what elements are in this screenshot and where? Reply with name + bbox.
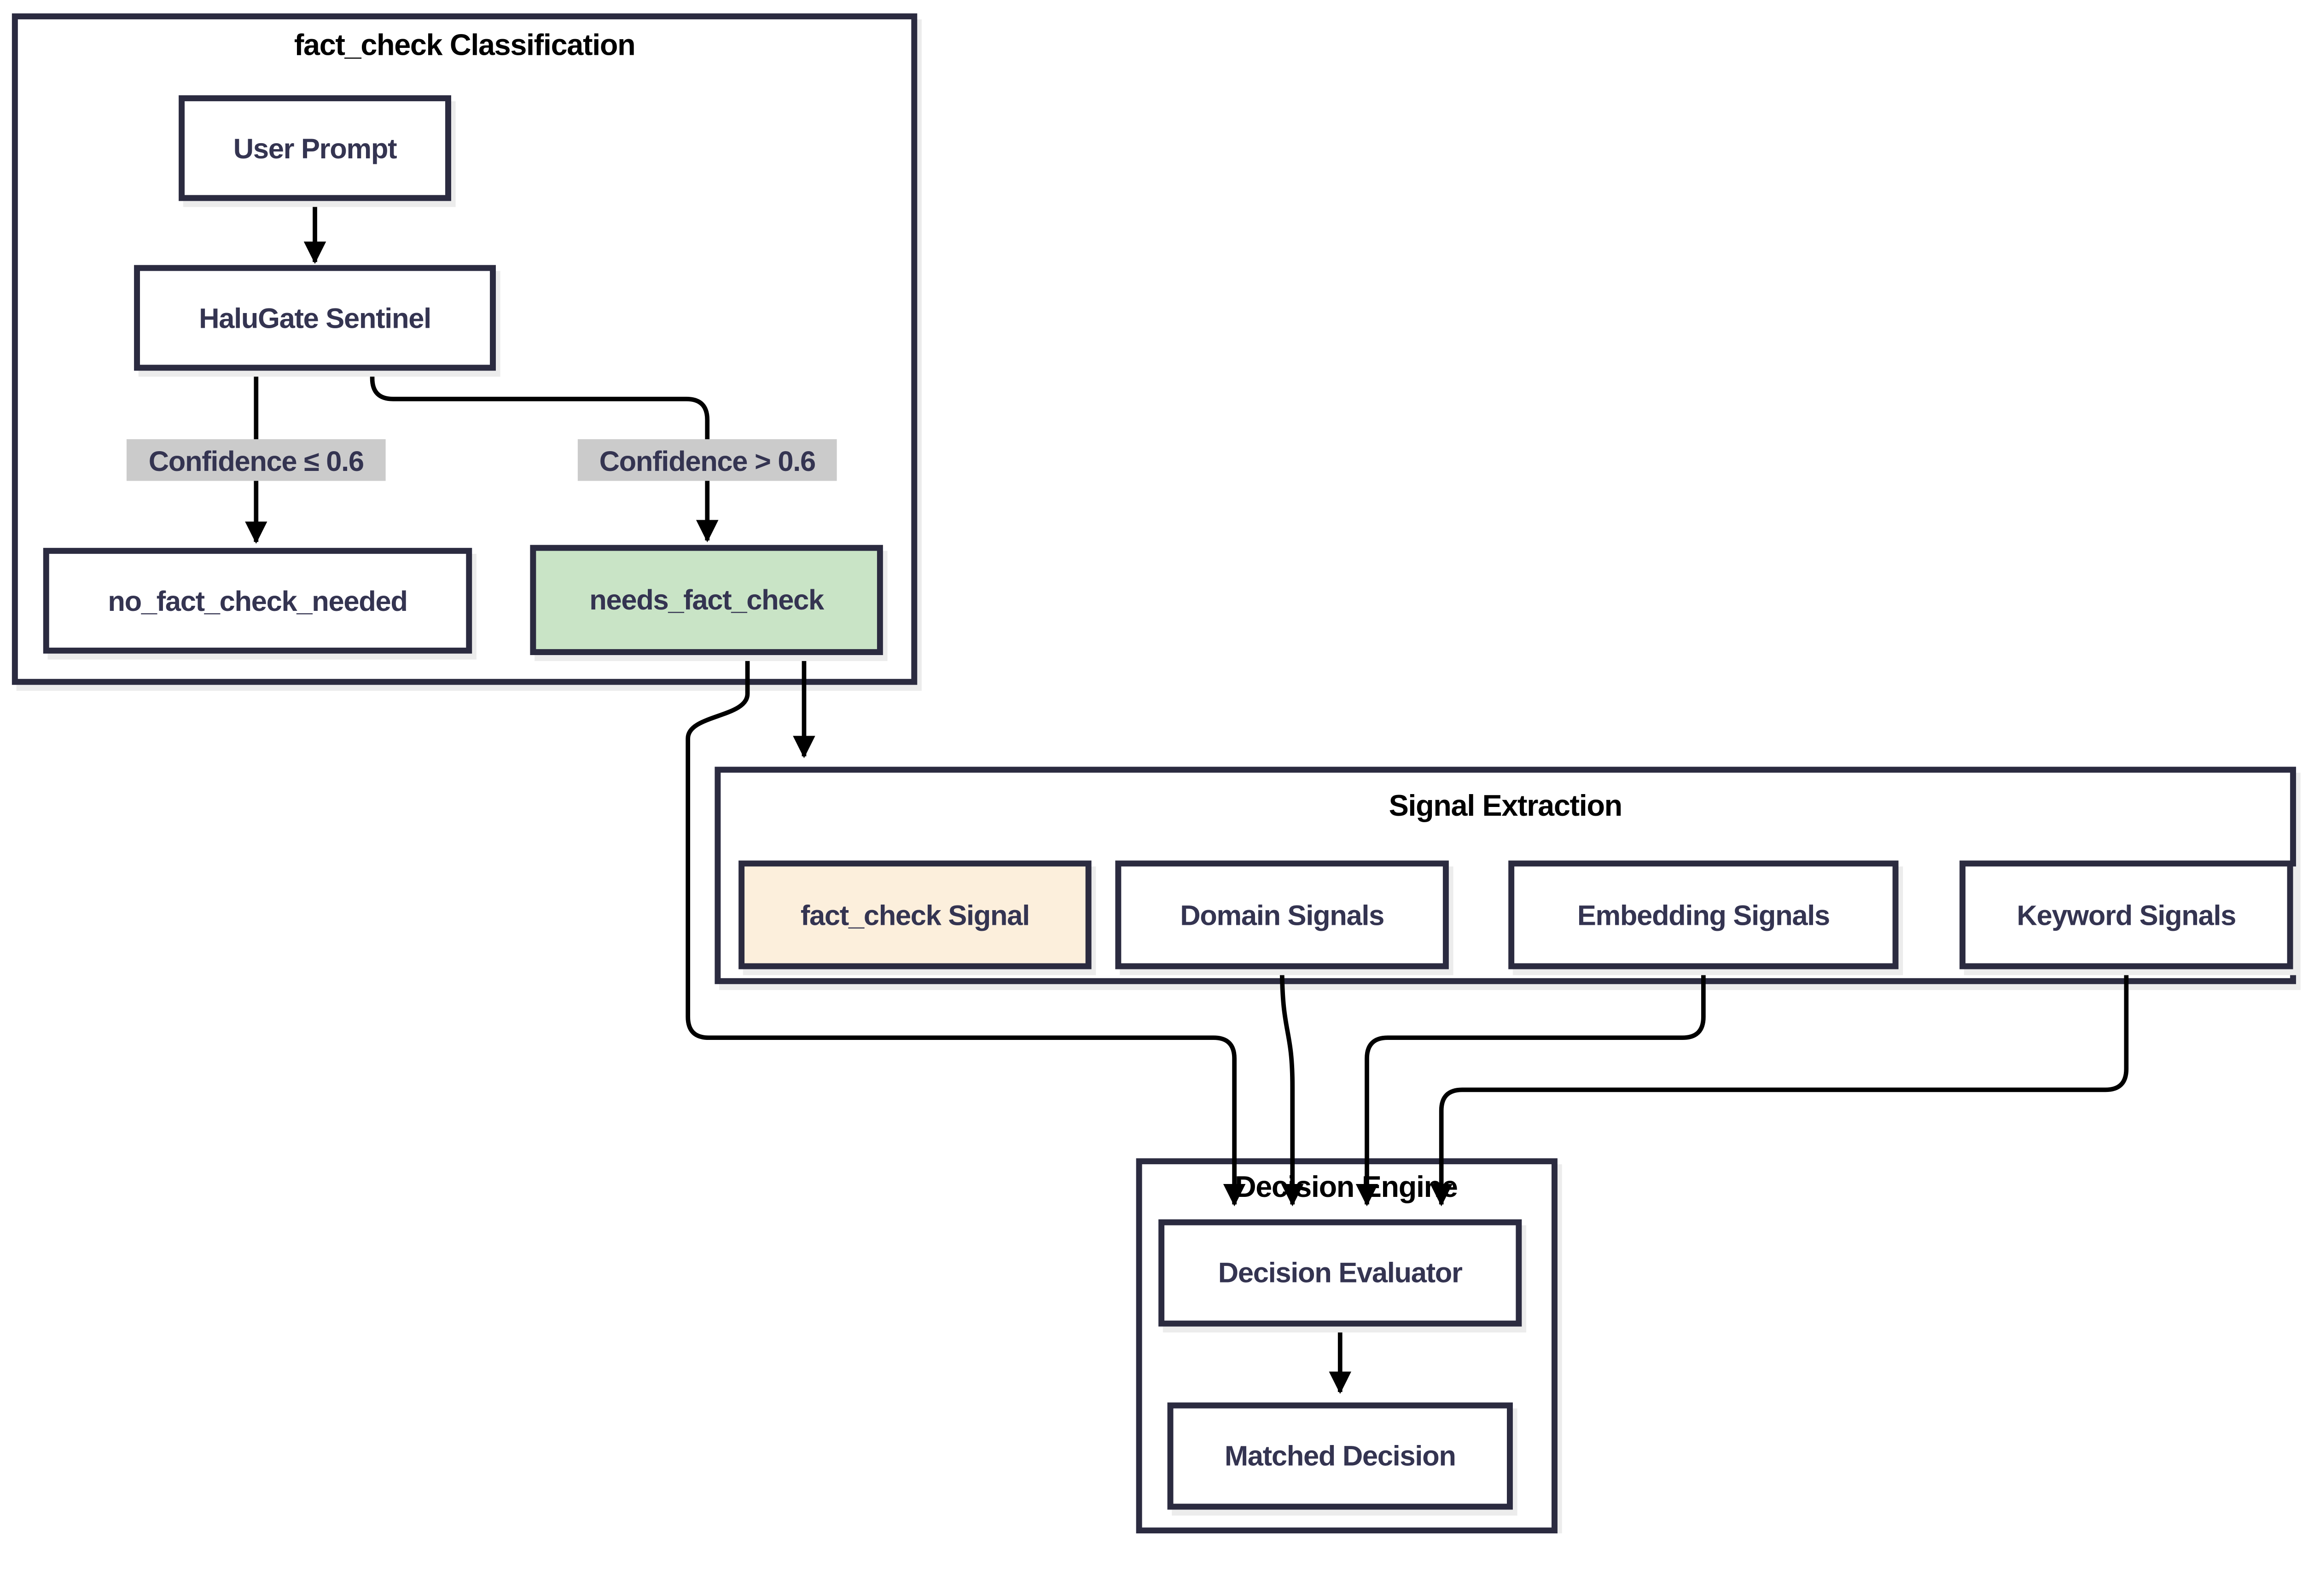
node-halugate-sentinel-box <box>134 265 496 371</box>
node-fact-check-signal-label: fact_check Signal <box>801 900 1029 932</box>
node-fact-check-signal: fact_check Signal <box>738 860 1092 969</box>
node-no-fact-check-needed-box <box>43 548 472 654</box>
node-no-fact-check-needed: no_fact_check_needed <box>43 548 472 654</box>
node-needs-fact-check-box <box>530 545 883 656</box>
node-halugate-sentinel: HaluGate Sentinel <box>134 265 496 371</box>
flowchart-diagram: fact_check Classification Signal Extract… <box>12 13 2296 1534</box>
node-user-prompt-label: User Prompt <box>233 133 397 165</box>
edge-label-high-confidence: Confidence > 0.6 <box>577 439 837 481</box>
flowchart-canvas: fact_check Classification Signal Extract… <box>12 13 2296 1534</box>
edge-label-low-confidence: Confidence ≤ 0.6 <box>126 439 386 481</box>
edge-label-high-confidence-text: Confidence > 0.6 <box>599 446 815 477</box>
node-halugate-sentinel-label: HaluGate Sentinel <box>199 303 431 335</box>
node-user-prompt: User Prompt <box>179 95 451 201</box>
node-embedding-signals: Embedding Signals <box>1508 860 1899 969</box>
group-fact-check-classification-title: fact_check Classification <box>294 28 635 62</box>
edge-halugate-to-needs-fact-check <box>370 367 719 543</box>
node-matched-decision: Matched Decision <box>1167 1402 1513 1510</box>
group-decision-engine-title: Decision Engine <box>1235 1170 1458 1203</box>
edge-needs-fact-check-to-decision-evaluator <box>686 652 1246 1207</box>
node-user-prompt-box <box>179 95 451 201</box>
edge-label-low-confidence-bg <box>126 439 386 481</box>
node-decision-evaluator-box <box>1158 1219 1522 1327</box>
node-fact-check-signal-box <box>738 860 1092 969</box>
edge-label-low-confidence-text: Confidence ≤ 0.6 <box>149 446 364 477</box>
node-decision-evaluator-label: Decision Evaluator <box>1218 1257 1462 1289</box>
node-no-fact-check-needed-label: no_fact_check_needed <box>108 586 407 617</box>
edges <box>245 198 2129 1394</box>
node-domain-signals-box <box>1115 860 1449 969</box>
node-domain-signals: Domain Signals <box>1115 860 1449 969</box>
node-needs-fact-check-label: needs_fact_check <box>589 584 825 616</box>
node-decision-evaluator: Decision Evaluator <box>1158 1219 1522 1327</box>
node-matched-decision-label: Matched Decision <box>1225 1440 1456 1472</box>
node-embedding-signals-label: Embedding Signals <box>1577 900 1830 932</box>
edge-embedding-signals-to-decision-evaluator <box>1355 966 1706 1207</box>
edge-keyword-signals-to-decision-evaluator <box>1430 966 2129 1207</box>
group-signal-extraction-title: Signal Extraction <box>1389 789 1622 822</box>
node-keyword-signals-box <box>1959 860 2293 969</box>
node-needs-fact-check: needs_fact_check <box>530 545 883 656</box>
node-keyword-signals: Keyword Signals <box>1959 860 2293 969</box>
node-domain-signals-label: Domain Signals <box>1180 900 1384 932</box>
edge-domain-signals-to-decision-evaluator <box>1279 966 1304 1207</box>
node-matched-decision-box <box>1167 1402 1513 1510</box>
node-embedding-signals-box <box>1508 860 1899 969</box>
edge-label-high-confidence-bg <box>577 439 837 481</box>
node-keyword-signals-label: Keyword Signals <box>2017 900 2236 932</box>
